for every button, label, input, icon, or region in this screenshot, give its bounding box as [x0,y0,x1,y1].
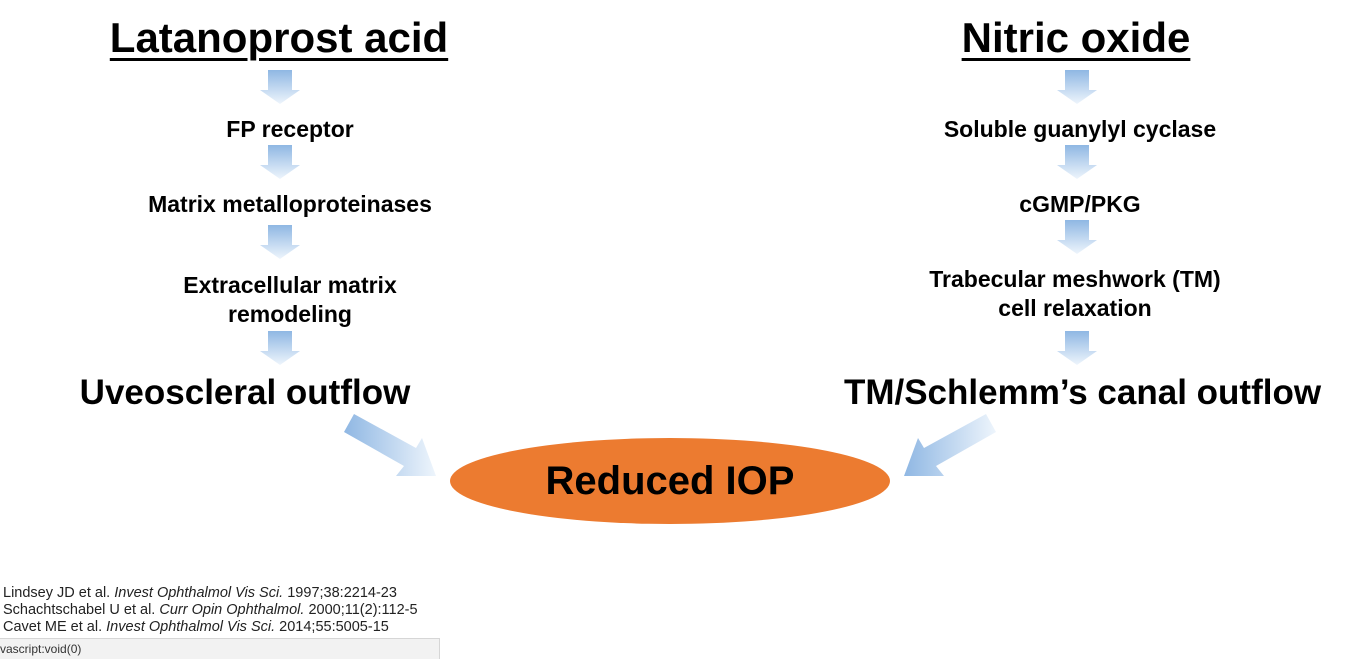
down-arrow-icon [260,331,300,365]
diagonal-arrow-icon [344,414,436,476]
left-step-fp-receptor: FP receptor [226,116,354,142]
left-step-ecm-line1: Extracellular matrix [183,272,397,298]
reference-item: Cavet ME et al. Invest Ophthalmol Vis Sc… [3,619,389,635]
reduced-iop-ellipse: Reduced IOP [450,438,890,524]
down-arrow-icon [260,145,300,179]
right-step-cgmp: cGMP/PKG [1019,191,1141,217]
left-title: Latanoprost acid [109,14,449,61]
right-step-sgc: Soluble guanylyl cyclase [943,116,1217,142]
down-arrow-icon [1057,70,1097,104]
browser-status-bar: vascript:void(0) [0,638,440,659]
down-arrow-icon [1057,145,1097,179]
reduced-iop-label: Reduced IOP [545,458,795,503]
down-arrow-icon [1057,220,1097,254]
right-step-tm-line1: Trabecular meshwork (TM) [929,266,1221,292]
reference-item: Schachtschabel U et al. Curr Opin Ophtha… [3,602,418,618]
right-outflow: TM/Schlemm’s canal outflow [843,373,1322,412]
down-arrow-icon [1057,331,1097,365]
left-step-mmp: Matrix metalloproteinases [148,191,432,217]
reference-item: Lindsey JD et al. Invest Ophthalmol Vis … [3,585,397,601]
down-arrow-icon [260,225,300,259]
right-step-tm-line2: cell relaxation [998,295,1152,321]
references: Lindsey JD et al. Invest Ophthalmol Vis … [3,585,418,636]
left-step-ecm-line2: remodeling [228,301,352,327]
right-title: Nitric oxide [961,14,1191,61]
down-arrow-icon [260,70,300,104]
diagonal-arrow-icon [904,414,996,476]
left-outflow: Uveoscleral outflow [79,373,411,412]
